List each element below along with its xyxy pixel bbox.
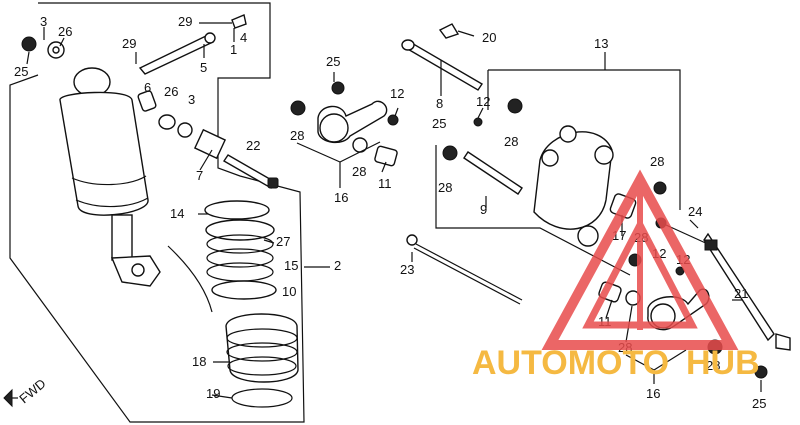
part-number-label: 16: [646, 386, 660, 401]
part-number-label: 3: [188, 92, 195, 107]
top-washers: [21, 14, 279, 189]
shock-absorber: [59, 67, 161, 287]
part-number-label: 12: [476, 94, 490, 109]
part-number-label: 25: [326, 54, 340, 69]
part-number-label: 9: [480, 202, 487, 217]
leader-lines-right: [296, 52, 762, 392]
watermark-logo: [541, 169, 739, 350]
part-number-label: 14: [170, 206, 184, 221]
bracket-link: [442, 98, 614, 247]
part-number-label: 11: [378, 176, 392, 191]
part-number-label: 25: [752, 396, 766, 411]
part-number-label: 28: [650, 154, 664, 169]
part-number-label: 4: [240, 30, 247, 45]
part-number-label: 28: [706, 358, 720, 373]
part-number-label: 19: [206, 386, 220, 401]
part-number-label: 20: [482, 30, 496, 45]
watermark-text-hub: HUB: [686, 344, 760, 382]
part-number-label: 25: [432, 116, 446, 131]
spring-assembly: [167, 200, 299, 408]
part-number-label: 28: [438, 180, 452, 195]
part-number-label: 3: [40, 14, 47, 29]
part-number-label: 15: [284, 258, 298, 273]
part-number-label: 28: [352, 164, 366, 179]
watermark-text-automoto: AUTOMOTO: [472, 344, 669, 382]
part-number-label: 29: [178, 14, 192, 29]
fwd-label: FWD: [16, 376, 48, 407]
part-number-label: 24: [688, 204, 702, 219]
part-number-label: 29: [122, 36, 136, 51]
part-number-label: 22: [246, 138, 260, 153]
part-number-label: 28: [504, 134, 518, 149]
part-number-label: 1: [230, 42, 237, 57]
group-outline-right: [488, 69, 681, 210]
fwd-arrow-icon: [3, 388, 18, 408]
part-number-label: 13: [594, 36, 608, 51]
part-number-label: 23: [400, 262, 414, 277]
long-bolt: [406, 234, 523, 305]
part-number-label: 16: [334, 190, 348, 205]
linkage-arm: [290, 81, 399, 167]
part-number-label: 21: [734, 286, 748, 301]
part-number-label: 27: [276, 234, 290, 249]
pivot-shaft-upper: [401, 23, 483, 91]
part-number-label: 6: [144, 80, 151, 95]
part-number-label: 2: [334, 258, 341, 273]
part-number-label: 25: [14, 64, 28, 79]
part-number-label: 7: [196, 168, 203, 183]
part-number-label: 26: [58, 24, 72, 39]
part-number-label: 12: [390, 86, 404, 101]
part-number-label: 26: [164, 84, 178, 99]
part-number-label: 18: [192, 354, 206, 369]
part-number-label: 10: [282, 284, 296, 299]
part-number-label: 28: [290, 128, 304, 143]
part-number-label: 5: [200, 60, 207, 75]
part-number-label: 8: [436, 96, 443, 111]
leader-lines-left: [26, 22, 330, 399]
